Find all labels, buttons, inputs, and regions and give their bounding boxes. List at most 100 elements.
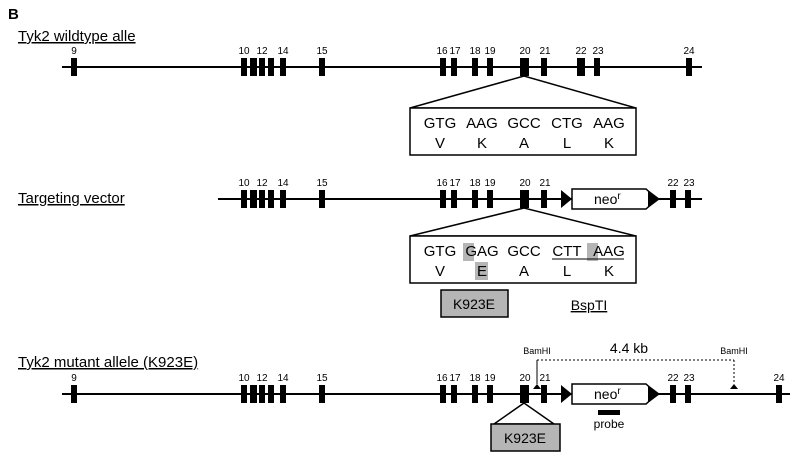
exon-14 bbox=[280, 385, 286, 403]
codon: GTG bbox=[424, 115, 457, 132]
bamhi-left-label: BamHI bbox=[523, 346, 551, 356]
mutation-badge bbox=[440, 289, 509, 318]
exon-number: 23 bbox=[592, 46, 604, 57]
wildtype-exons bbox=[71, 58, 692, 76]
exon-18 bbox=[472, 58, 478, 76]
exon-14 bbox=[280, 58, 286, 76]
exon-19 bbox=[487, 385, 493, 403]
exon-number: 17 bbox=[449, 373, 461, 384]
exon-13 bbox=[268, 190, 274, 208]
fragment-size-label: 4.4 kb bbox=[610, 340, 648, 356]
amino-acid: A bbox=[519, 263, 529, 280]
neo-label: neor bbox=[594, 191, 621, 207]
exon-21 bbox=[541, 385, 547, 403]
exon-20 bbox=[520, 385, 529, 403]
exon-number: 21 bbox=[539, 373, 551, 384]
exon-number: 14 bbox=[277, 46, 289, 57]
mutant-row: Tyk2 mutant allele (K923E) BamHI BamHI 4… bbox=[18, 340, 790, 452]
exon-number: 17 bbox=[449, 178, 461, 189]
zoom-wedge bbox=[409, 75, 637, 109]
exon-18 bbox=[472, 190, 478, 208]
exon-number: 20 bbox=[519, 46, 531, 57]
exon-number: 12 bbox=[256, 373, 268, 384]
mutation-wedge bbox=[491, 402, 557, 425]
exon-number: 19 bbox=[484, 373, 496, 384]
exon-15 bbox=[319, 385, 325, 403]
exon-17 bbox=[451, 58, 457, 76]
probe-label: probe bbox=[594, 417, 625, 431]
exon-number: 22 bbox=[575, 46, 587, 57]
codon: CTG bbox=[551, 115, 583, 132]
amino-acid: K bbox=[604, 263, 614, 280]
mutant-exons bbox=[71, 385, 782, 403]
bamhi-right-arrow bbox=[730, 384, 738, 389]
exon-17 bbox=[451, 385, 457, 403]
exon-number: 16 bbox=[436, 178, 448, 189]
mutant-label: Tyk2 mutant allele (K923E) bbox=[18, 354, 198, 371]
exon-10 bbox=[241, 190, 247, 208]
exon-number: 19 bbox=[484, 46, 496, 57]
exon-16 bbox=[440, 58, 446, 76]
mutation-badge bbox=[490, 423, 561, 452]
amino-acid: V bbox=[435, 135, 445, 152]
codon: GCC bbox=[507, 115, 541, 132]
exon-number: 22 bbox=[667, 373, 679, 384]
loxp-left bbox=[561, 385, 572, 403]
exon-number: 14 bbox=[277, 373, 289, 384]
exon-23 bbox=[685, 385, 691, 403]
exon-11 bbox=[250, 385, 257, 403]
mutation-highlight bbox=[475, 262, 488, 280]
codon: AAG bbox=[593, 243, 625, 260]
exon-21 bbox=[541, 190, 547, 208]
codon: AAG bbox=[593, 115, 625, 132]
exon-11 bbox=[250, 58, 257, 76]
exon-number: 24 bbox=[683, 46, 695, 57]
mutation-badge-label: K923E bbox=[453, 296, 495, 312]
exon-number: 14 bbox=[277, 178, 289, 189]
panel-letter: B bbox=[8, 6, 19, 23]
loxp-right bbox=[648, 190, 660, 208]
exon-number: 23 bbox=[683, 373, 695, 384]
exon-13 bbox=[268, 58, 274, 76]
exon-number: 20 bbox=[519, 373, 531, 384]
sequence-box bbox=[409, 107, 637, 156]
wildtype-codons: GTG AAG GCC CTG AAG bbox=[424, 115, 625, 132]
wildtype-aminoacids: V K A L K bbox=[435, 135, 614, 152]
exon-number: 15 bbox=[316, 178, 328, 189]
exon-14 bbox=[280, 190, 286, 208]
mutation-highlight bbox=[463, 243, 474, 261]
exon-13 bbox=[268, 385, 274, 403]
exon-number: 18 bbox=[469, 373, 481, 384]
mutant-exon-numbers: 9 10 12 14 15 16 17 18 19 20 21 22 23 24 bbox=[71, 373, 785, 384]
exon-number: 15 bbox=[316, 46, 328, 57]
targeting-exons bbox=[241, 190, 691, 208]
targeting-aminoacids: V E A L K bbox=[435, 263, 614, 280]
wildtype-label: Tyk2 wildtype alle bbox=[18, 28, 136, 45]
exon-number: 22 bbox=[667, 178, 679, 189]
exon-number: 16 bbox=[436, 46, 448, 57]
exon-number: 9 bbox=[71, 46, 77, 57]
exon-number: 17 bbox=[449, 46, 461, 57]
exon-number: 10 bbox=[238, 46, 250, 57]
exon-24 bbox=[776, 385, 782, 403]
amino-acid: K bbox=[604, 135, 614, 152]
exon-16 bbox=[440, 190, 446, 208]
exon-22 bbox=[670, 385, 676, 403]
exon-20 bbox=[520, 58, 529, 76]
exon-23 bbox=[685, 190, 691, 208]
exon-9 bbox=[71, 385, 77, 403]
site-highlight bbox=[587, 243, 598, 261]
neo-label: neor bbox=[594, 386, 621, 402]
amino-acid: V bbox=[435, 263, 445, 280]
exon-17 bbox=[451, 190, 457, 208]
wildtype-exon-numbers: 9 10 12 14 15 16 17 18 19 20 21 22 23 24 bbox=[71, 46, 695, 57]
targeting-label: Targeting vector bbox=[18, 190, 125, 207]
exon-10 bbox=[241, 58, 247, 76]
exon-18 bbox=[472, 385, 478, 403]
exon-number: 21 bbox=[539, 46, 551, 57]
exon-number: 18 bbox=[469, 46, 481, 57]
codon: CTT bbox=[552, 243, 581, 260]
exon-number: 16 bbox=[436, 373, 448, 384]
exon-number: 10 bbox=[238, 373, 250, 384]
